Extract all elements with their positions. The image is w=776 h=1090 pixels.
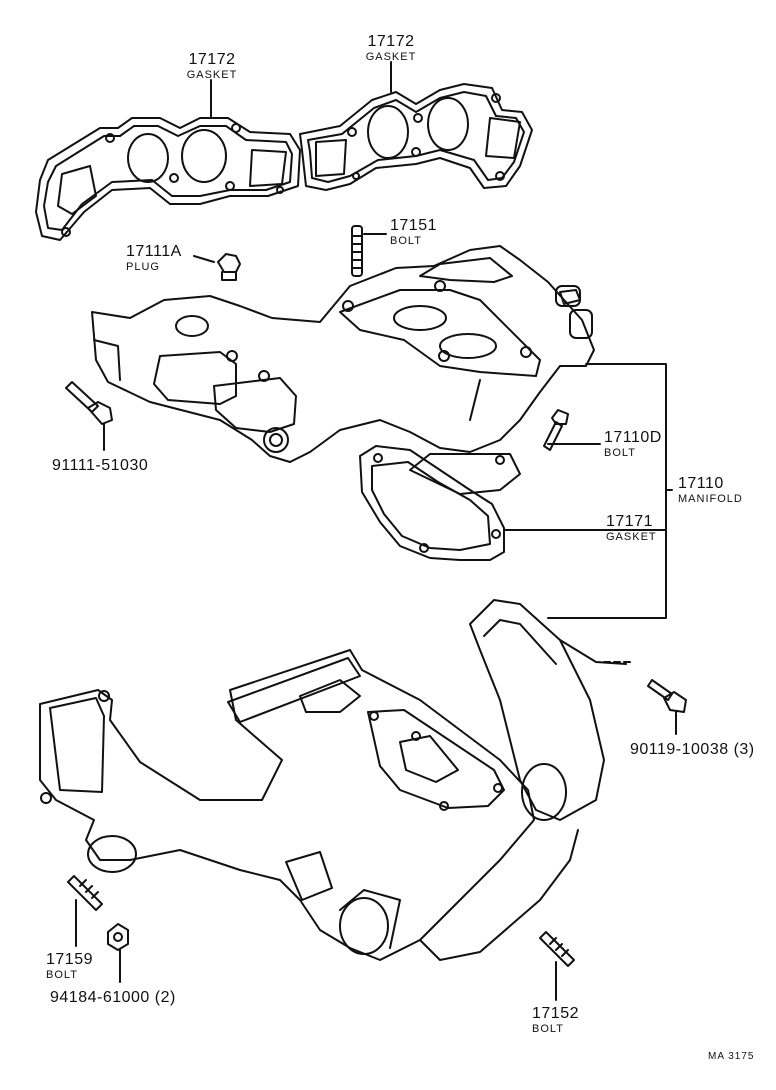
part-name: MANIFOLD (678, 493, 743, 505)
callout-nut-94184-61000: 94184-61000 (2) (50, 990, 176, 1006)
callout-plug-17111a: 17111A PLUG (126, 244, 182, 273)
part-number: 17110 (678, 475, 724, 492)
stud-17159 (67, 875, 103, 947)
callout-bolt-17151: 17151 BOLT (390, 218, 437, 247)
part-number: 17152 (532, 1005, 579, 1022)
part-number: 90119-10038 (3) (630, 741, 755, 758)
nut-94184-61000 (107, 923, 129, 983)
bolt-91111-51030 (65, 381, 113, 451)
callout-bolt-90119-10038: 90119-10038 (3) (630, 742, 755, 758)
intake-manifold (91, 245, 595, 463)
bolt-17110d (543, 409, 601, 451)
part-number: 17172 (367, 33, 415, 50)
callout-gasket-17171: 17171 GASKET (606, 514, 657, 543)
gasket-17171 (359, 445, 667, 561)
part-name: GASKET (365, 51, 417, 63)
callout-bolt-17159: 17159 BOLT (46, 952, 93, 981)
callout-gasket-17172-right: 17172 GASKET (366, 34, 417, 63)
gasket-17172-left (35, 117, 301, 241)
part-number: 94184-61000 (2) (50, 989, 176, 1006)
callout-bolt-17152: 17152 BOLT (532, 1006, 579, 1035)
part-number: 17159 (46, 951, 93, 968)
stud-17152 (539, 931, 575, 1001)
callout-manifold-17110: 17110 MANIFOLD (678, 476, 743, 505)
exhaust-manifold (39, 599, 627, 961)
part-name: GASKET (186, 69, 238, 81)
callout-bolt-17110d: 17110D BOLT (604, 430, 662, 459)
part-name: BOLT (390, 235, 422, 247)
part-number: 17151 (390, 217, 437, 234)
part-name: BOLT (604, 447, 636, 459)
part-number: 17111A (126, 243, 182, 260)
part-name: BOLT (532, 1023, 564, 1035)
stud-17151 (351, 225, 387, 277)
part-name: PLUG (126, 261, 160, 273)
callout-gasket-17172-left: 17172 GASKET (187, 52, 238, 81)
plug-17111a (193, 253, 241, 281)
part-number: 17110D (604, 429, 662, 446)
part-name: BOLT (46, 969, 78, 981)
callout-bolt-91111-51030: 91111-51030 (52, 458, 148, 474)
part-number: 17172 (188, 51, 236, 68)
part-number: 91111-51030 (52, 457, 149, 474)
part-number: 17171 (606, 513, 653, 530)
part-name: GASKET (606, 531, 657, 543)
bolt-90119-10038 (603, 661, 687, 735)
gasket-17172-right (299, 83, 533, 191)
footer-code: MA 3175 (708, 1051, 755, 1062)
